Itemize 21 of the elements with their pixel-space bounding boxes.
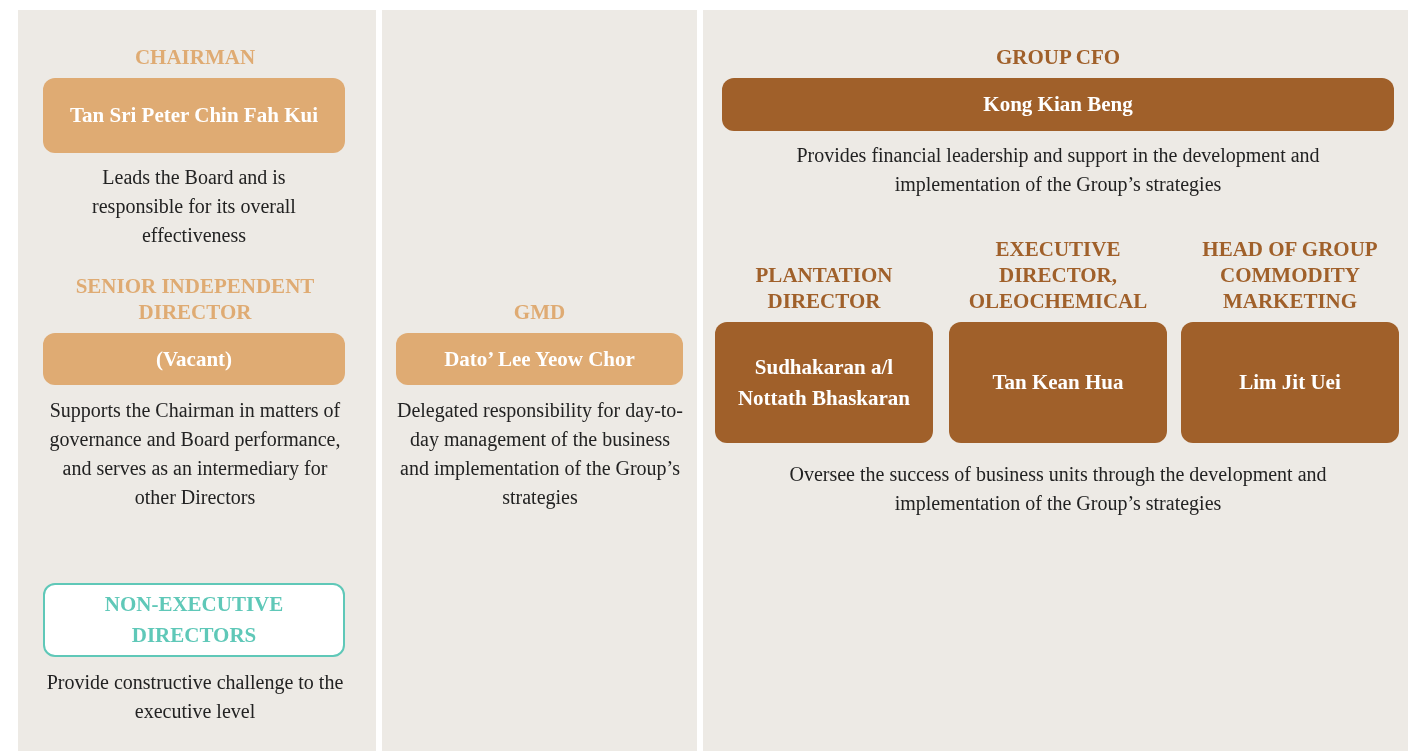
- role-heading: HEAD OF GROUP COMMODITY MARKETING: [1201, 236, 1379, 314]
- name-box: Tan Sri Peter Chin Fah Kui: [43, 78, 345, 153]
- name-box: Tan Kean Hua: [949, 322, 1167, 443]
- role-description: Delegated responsibility for day-to-day management of the business and implementation of the Group’s strategies: [396, 398, 684, 511]
- name-box: Kong Kian Beng: [722, 78, 1394, 131]
- role-heading: SENIOR INDEPENDENT DIRECTOR: [74, 273, 316, 325]
- role-heading: CHAIRMAN: [133, 44, 257, 70]
- name-box: NON-EXECUTIVE DIRECTORS: [43, 583, 345, 657]
- name-box: Sudhakaran a/l Nottath Bhaskaran: [715, 322, 933, 443]
- role-heading: EXECUTIVE DIRECTOR, OLEOCHEMICAL: [967, 236, 1149, 314]
- name-box: (Vacant): [43, 333, 345, 385]
- role-description: Provide constructive challenge to the executive level: [45, 670, 345, 724]
- role-heading: GROUP CFO: [994, 44, 1122, 70]
- role-description: Supports the Chairman in matters of governance and Board performance, and serves as an intermediary for other Directors: [48, 398, 342, 510]
- role-heading: GMD: [512, 299, 567, 325]
- note-text: Oversee the success of business units through the development and implementation of the Group’s strategies: [788, 462, 1328, 517]
- name-box: Dato’ Lee Yeow Chor: [396, 333, 683, 385]
- role-heading: PLANTATION DIRECTOR: [754, 262, 894, 314]
- name-box: Lim Jit Uei: [1181, 322, 1399, 443]
- role-description: Provides financial leadership and support in the development and implementation of the Group’s strategies: [795, 143, 1321, 198]
- role-description: Leads the Board and is responsible for its overall effectiveness: [91, 165, 297, 248]
